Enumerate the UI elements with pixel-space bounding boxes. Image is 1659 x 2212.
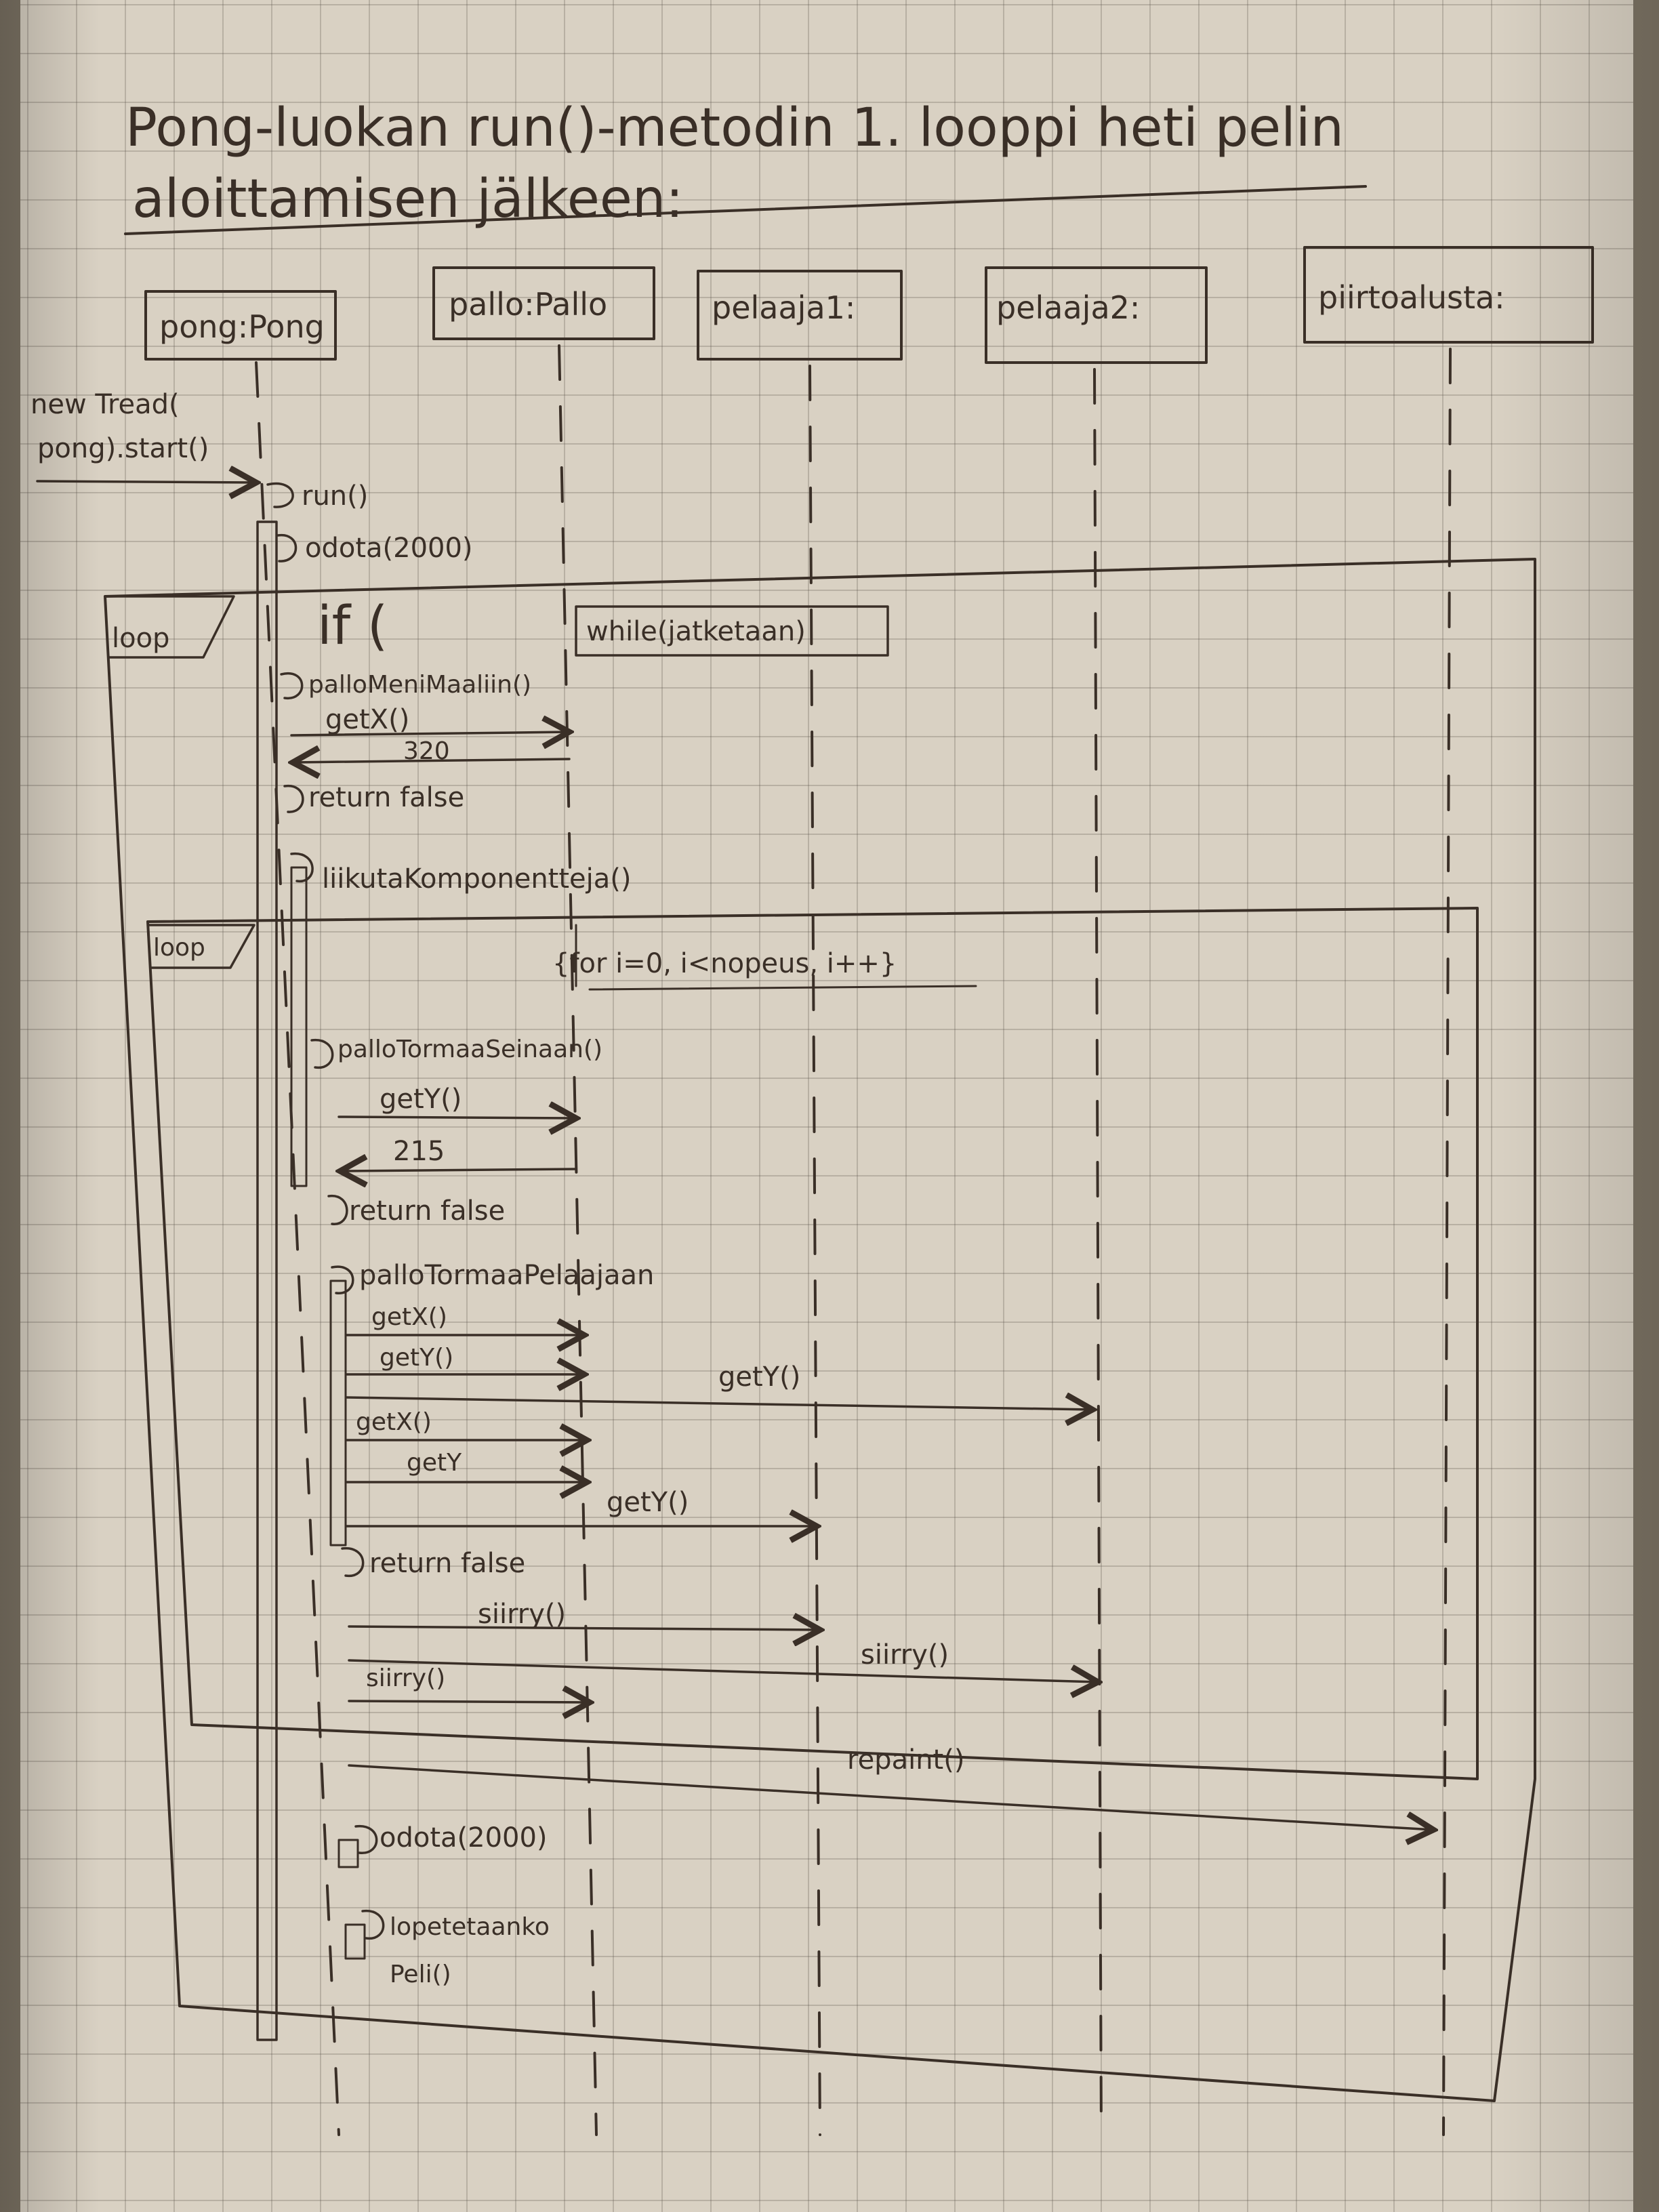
lifeline-head-pelaaja1: pelaaja1: (697, 270, 903, 361)
lifeline-label-pong: pong:Pong (159, 308, 325, 345)
lifeline-pelaaja2 (1093, 368, 1103, 2136)
msg-return-false1-label: return false (308, 782, 464, 813)
activation-pong-inner2 (329, 1279, 347, 1547)
msg-getY-p1-label: getY() (607, 1487, 689, 1518)
self-call-odota2 (354, 1825, 378, 1854)
msg-run-label: run() (302, 480, 368, 512)
msg-odota1-label: odota(2000) (305, 533, 473, 564)
lifeline-head-pallo: pallo:Pallo (432, 266, 655, 340)
lifeline-label-pelaaja2: pelaaja2: (996, 289, 1140, 326)
activation-pong-inner (290, 866, 308, 1187)
activation-pong (256, 520, 278, 2041)
activation-lopetus (344, 1923, 366, 1960)
lifeline-pelaaja1 (808, 365, 821, 2136)
msg-getY-p2-label: getY() (718, 1361, 800, 1393)
msg-ret215-label: 215 (393, 1136, 445, 1167)
lifeline-label-piirtoalusta: piirtoalusta: (1318, 279, 1505, 316)
notebook-paper (20, 0, 1633, 2212)
msg-siirry-p1-label: siirry() (478, 1599, 566, 1630)
msg-siirry-pallo-arrow (348, 1701, 590, 1702)
msg-siirry-pallo-label: siirry() (366, 1664, 445, 1692)
self-call-run (266, 482, 294, 508)
self-call-return-false2 (327, 1195, 348, 1225)
lifeline-head-pelaaja2: pelaaja2: (985, 266, 1208, 364)
inner-loop-frame: loop {for i=0, i<nopeus, i++} (146, 907, 1479, 1780)
msg-odota2-label: odota(2000) (380, 1822, 548, 1853)
msg-liikuta-label: liikutaKomponentteja() (322, 863, 631, 895)
outer-loop-tag: loop (112, 623, 169, 654)
inner-loop-guard: {for i=0, i<nopeus, i++} (552, 948, 897, 979)
msg-siirry-p1-arrow (348, 1626, 820, 1630)
msg-getY3-label: getY (407, 1449, 462, 1477)
msg-repaint-arrow (348, 1764, 1433, 1830)
msg-start-label: new Tread( (30, 389, 180, 420)
msg-start-label2: pong).start() (37, 433, 209, 464)
outer-loop-frame: loop while(jatketaan) (104, 558, 1536, 2102)
lifeline-head-pong: pong:Pong (144, 290, 337, 361)
self-call-odota1 (276, 534, 298, 562)
self-call-palloTormaaSeinaan (310, 1039, 334, 1069)
activation-odota2 (337, 1839, 359, 1868)
title-underline (124, 185, 1367, 235)
msg-ret320-arrow (293, 759, 571, 762)
msg-return-false2-label: return false (349, 1195, 505, 1227)
msg-lopetus-label1: lopetetaanko (390, 1913, 550, 1941)
msg-ret215-arrow (340, 1169, 577, 1171)
lifeline-pallo (558, 344, 598, 2136)
msg-palloTormaaPelaajaan-label: palloTormaaPelaajaan (359, 1260, 654, 1291)
msg-getX1-label: getX() (325, 704, 409, 735)
lifeline-label-pallo: pallo:Pallo (449, 286, 607, 323)
self-call-lopetus (361, 1910, 385, 1940)
msg-start-arrow (36, 481, 256, 483)
lifeline-head-piirtoalusta: piirtoalusta: (1303, 246, 1594, 344)
msg-getY1-arrow (337, 1117, 576, 1118)
lifeline-pong (255, 361, 340, 2136)
msg-getY1-label: getY() (380, 1084, 462, 1115)
inner-loop-tag: loop (153, 934, 205, 962)
msg-palloMeniMaaliin-label: palloMeniMaaliin() (308, 671, 531, 699)
msg-getX1-arrow (290, 732, 569, 735)
msg-lopetus-label2: Peli() (390, 1961, 451, 1988)
outer-loop-guard: while(jatketaan) (586, 616, 806, 647)
msg-siirry-p2-arrow (348, 1659, 1098, 1682)
self-call-return-false3 (341, 1547, 365, 1577)
self-call-palloTormaaPelaajaan (331, 1265, 354, 1294)
diagram-title-line1: Pong-luokan run()-metodin 1. looppi heti… (125, 98, 1344, 159)
lifeline-piirtoalusta (1442, 348, 1452, 2136)
if-open-label: if ( (317, 596, 388, 657)
msg-palloTormaaSeinaan-label: palloTormaaSeinaan() (337, 1036, 602, 1063)
msg-siirry-p2-label: siirry() (861, 1639, 949, 1671)
diagram-title-line2: aloittamisen jälkeen: (132, 169, 684, 230)
msg-getX3-label: getX() (356, 1408, 432, 1436)
self-call-palloMeniMaaliin (280, 672, 304, 699)
msg-getY2-label: getY() (380, 1344, 453, 1372)
msg-repaint-label: repaint() (847, 1744, 964, 1776)
msg-getX2-label: getX() (371, 1303, 447, 1331)
msg-getY-p2-arrow (346, 1397, 1092, 1410)
msg-return-false3-label: return false (369, 1548, 525, 1579)
self-call-return-false1 (283, 785, 304, 813)
lifeline-label-pelaaja1: pelaaja1: (712, 289, 855, 326)
self-call-liikuta (290, 853, 314, 882)
